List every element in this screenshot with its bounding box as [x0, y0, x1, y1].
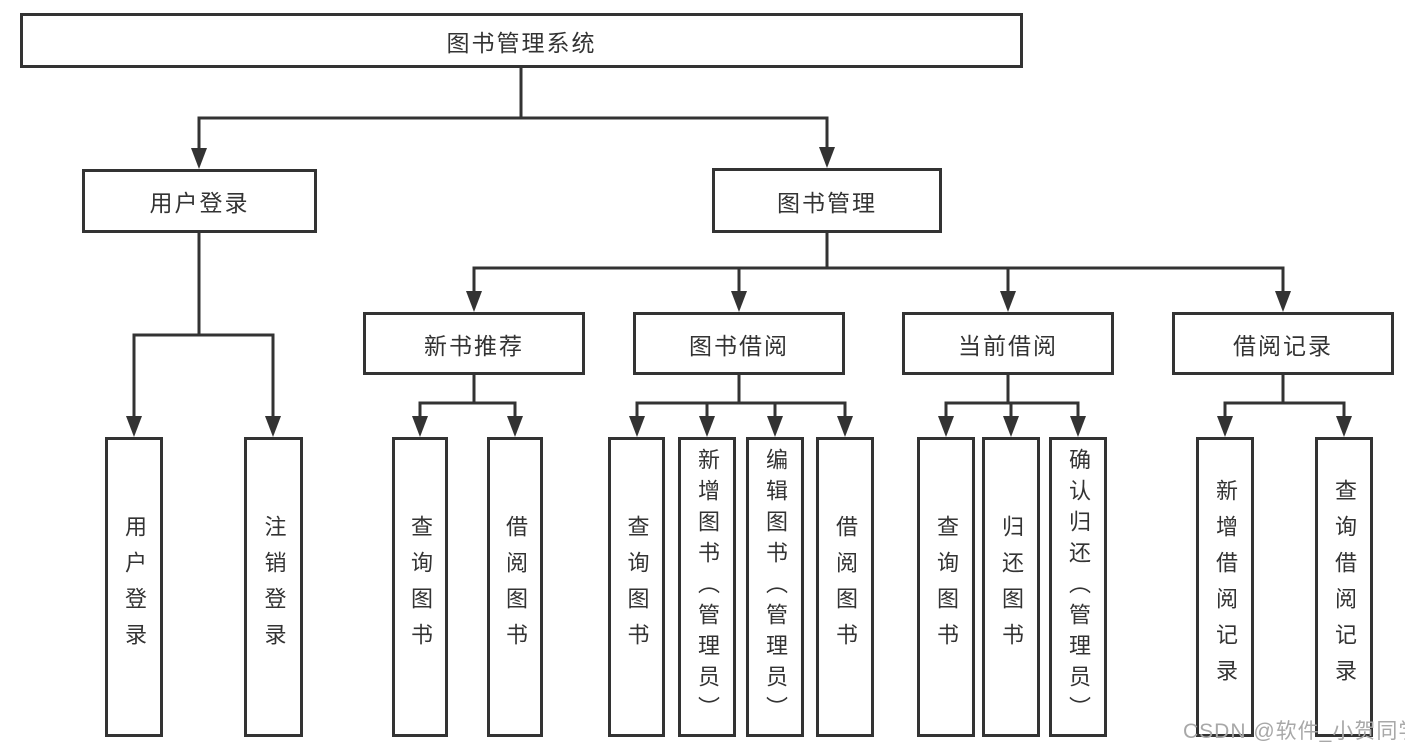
leaf-return-books: 归还图书 — [982, 437, 1040, 737]
leaf-label: 新增图书（管理员） — [695, 447, 720, 727]
leaf-borrow-books-recommend: 借阅图书 — [487, 437, 543, 737]
node-label: 图书管理 — [777, 189, 877, 216]
leaf-logout: 注销登录 — [244, 437, 303, 737]
leaf-confirm-return-admin: 确认归还（管理员） — [1049, 437, 1107, 737]
leaf-label: 借阅图书 — [503, 515, 528, 659]
leaf-label: 新增借阅记录 — [1213, 479, 1238, 695]
connector-borrow-records-to-leaves — [1217, 375, 1352, 437]
leaf-search-books-recommend: 查询图书 — [392, 437, 448, 737]
node-user-login: 用户登录 — [82, 169, 317, 233]
leaf-label: 借阅图书 — [833, 515, 858, 659]
node-label: 用户登录 — [149, 190, 250, 216]
csdn-watermark: CSDN @软件_小贺同学 — [1183, 720, 1405, 743]
leaf-label: 查询图书 — [624, 515, 650, 659]
leaf-label: 注销登录 — [261, 515, 287, 659]
connector-root-to-level2 — [191, 66, 835, 169]
leaf-label: 编辑图书（管理员） — [763, 447, 788, 727]
node-label: 借阅记录 — [1233, 332, 1333, 359]
leaf-add-borrow-record: 新增借阅记录 — [1196, 437, 1254, 737]
node-label: 图书管理系统 — [446, 29, 597, 56]
node-book-borrowing: 图书借阅 — [633, 312, 845, 375]
node-label: 新书推荐 — [424, 332, 524, 359]
leaf-search-books-current: 查询图书 — [917, 437, 975, 737]
leaf-label: 归还图书 — [999, 515, 1024, 659]
leaf-borrow-books-borrowing: 借阅图书 — [816, 437, 874, 737]
connector-new-book-to-leaves — [412, 375, 523, 437]
leaf-label: 查询借阅记录 — [1332, 479, 1357, 695]
leaf-search-borrow-record: 查询借阅记录 — [1315, 437, 1373, 737]
leaf-edit-book-admin: 编辑图书（管理员） — [746, 437, 804, 737]
leaf-user-login: 用户登录 — [105, 437, 163, 737]
leaf-label: 用户登录 — [122, 515, 147, 659]
node-label: 当前借阅 — [958, 332, 1058, 359]
leaf-add-book-admin: 新增图书（管理员） — [678, 437, 736, 737]
connector-current-borrow-to-leaves — [938, 375, 1086, 437]
connector-book-borrow-to-leaves — [629, 375, 853, 437]
connector-book-management-to-level3 — [466, 233, 1291, 312]
connector-user-login-to-leaves — [126, 233, 281, 437]
node-label: 图书借阅 — [689, 332, 789, 359]
leaf-label: 查询图书 — [934, 515, 959, 659]
leaf-label: 确认归还（管理员） — [1066, 447, 1091, 727]
leaf-search-books-borrowing: 查询图书 — [608, 437, 665, 737]
node-borrowing-records: 借阅记录 — [1172, 312, 1394, 375]
leaf-label: 查询图书 — [408, 515, 433, 659]
node-new-book-recommendation: 新书推荐 — [363, 312, 585, 375]
node-current-borrowing: 当前借阅 — [902, 312, 1114, 375]
node-library-management-system: 图书管理系统 — [20, 13, 1023, 68]
node-book-management: 图书管理 — [712, 168, 942, 233]
